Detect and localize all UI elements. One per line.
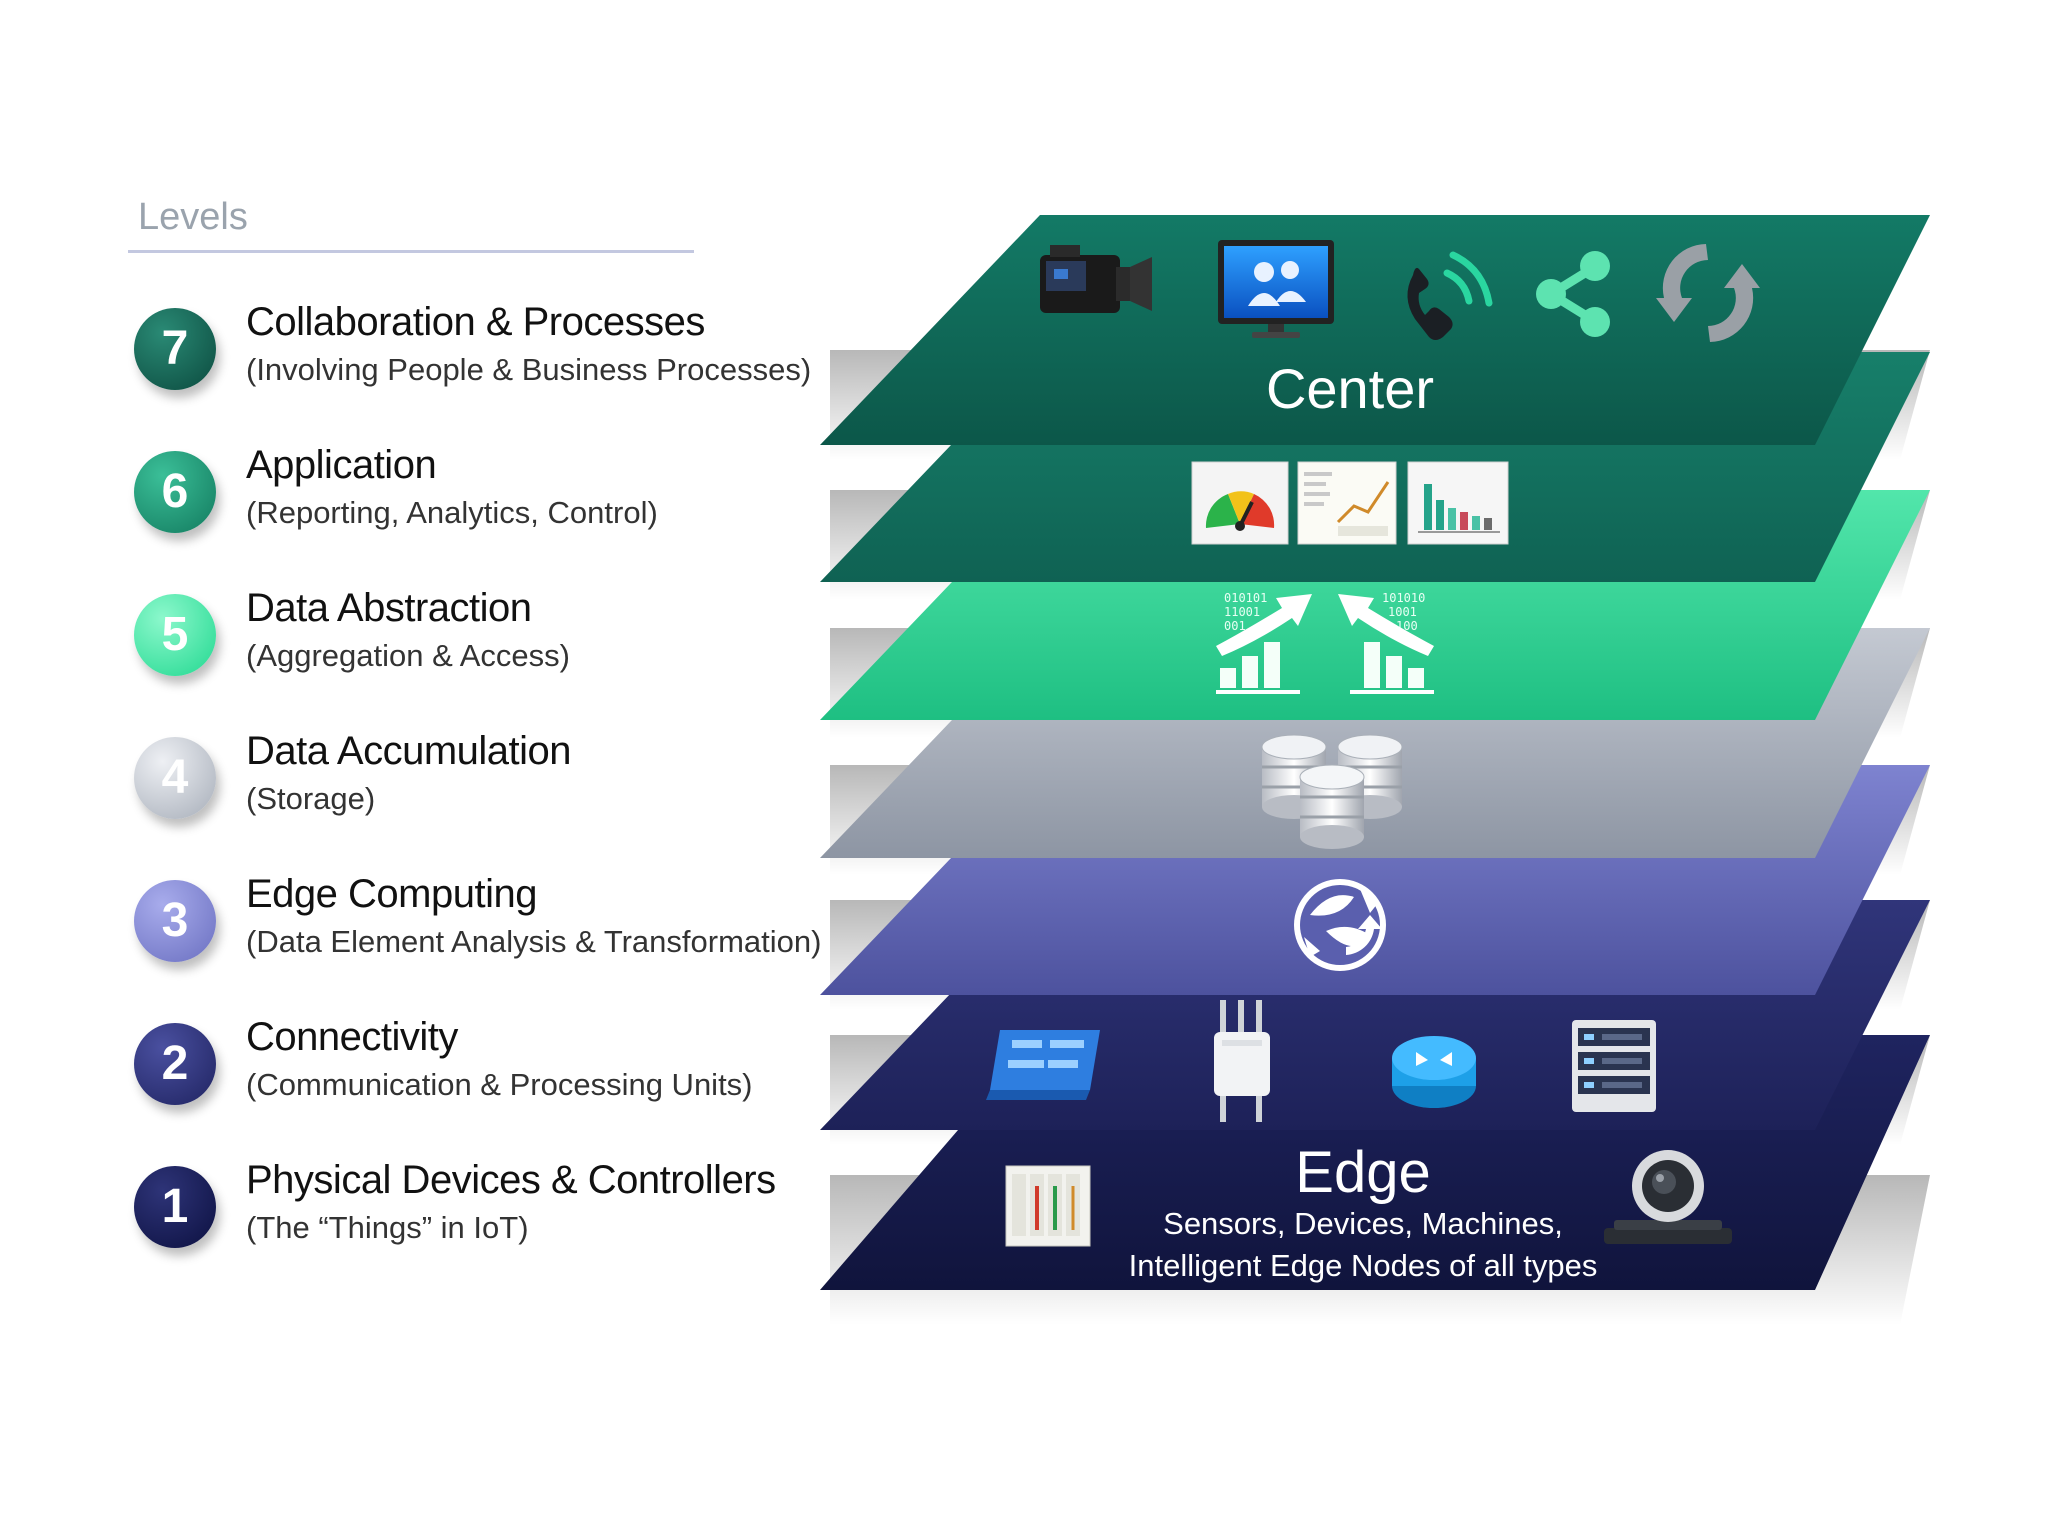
ptz-camera-icon <box>1604 1150 1732 1244</box>
level-title: Application <box>246 443 437 487</box>
level-subtitle: (Involving People & Business Processes) <box>246 352 812 387</box>
share-icon <box>1536 251 1610 337</box>
binary-text: 101010 <box>1382 591 1425 605</box>
switch-rack-icon <box>1572 1020 1656 1112</box>
binary-text: 010101 <box>1224 591 1267 605</box>
video-camera-icon <box>1040 245 1152 313</box>
level-3: 3 Edge Computing (Data Element Analysis … <box>134 872 834 992</box>
video-conference-monitor-icon <box>1218 240 1334 338</box>
bar-chart-report-icon <box>1407 461 1509 545</box>
level-1: 1 Physical Devices & Controllers (The “T… <box>134 1158 834 1278</box>
level-badge: 4 <box>134 737 216 819</box>
database-storage-icon <box>1261 734 1403 849</box>
level-title: Edge Computing <box>246 872 537 916</box>
levels-divider <box>128 250 694 253</box>
level-5: 5 Data Abstraction (Aggregation & Access… <box>134 586 834 706</box>
binary-text: 001 <box>1224 619 1246 633</box>
network-card-icon <box>986 1030 1100 1100</box>
level-title: Connectivity <box>246 1015 458 1059</box>
level-title: Data Abstraction <box>246 586 532 630</box>
edge-label: Edge <box>1295 1140 1430 1205</box>
level-7: 7 Collaboration & Processes (Involving P… <box>134 300 834 420</box>
gauge-report-icon <box>1191 461 1289 545</box>
level-badge: 5 <box>134 594 216 676</box>
level-4: 4 Data Accumulation (Storage) <box>134 729 834 849</box>
level-subtitle: (Data Element Analysis & Transformation) <box>246 924 822 959</box>
level-badge: 1 <box>134 1166 216 1248</box>
data-aggregation-up-icon: 010101 11001 001 <box>1216 591 1312 694</box>
level-subtitle: (Communication & Processing Units) <box>246 1067 753 1102</box>
level-badge: 3 <box>134 880 216 962</box>
center-label: Center <box>1266 357 1434 420</box>
controller-module-icon <box>1005 1165 1091 1247</box>
data-access-up-icon: 101010 1001 100 <box>1338 591 1434 694</box>
phone-icon <box>1407 251 1493 340</box>
level-title: Data Accumulation <box>246 729 572 773</box>
level-title: Physical Devices & Controllers <box>246 1158 776 1202</box>
analytics-report-icon <box>1297 461 1397 545</box>
level-subtitle: (Reporting, Analytics, Control) <box>246 495 658 530</box>
level-subtitle: (Storage) <box>246 781 376 816</box>
level-6: 6 Application (Reporting, Analytics, Con… <box>134 443 834 563</box>
level-title: Collaboration & Processes <box>246 300 705 344</box>
levels-header: Levels <box>138 196 248 238</box>
binary-text: 1001 <box>1388 605 1417 619</box>
access-point-icon <box>1214 1000 1270 1122</box>
binary-text: 11001 <box>1224 605 1260 619</box>
sync-icon <box>1656 244 1760 342</box>
level-subtitle: (The “Things” in IoT) <box>246 1210 529 1245</box>
level-2: 2 Connectivity (Communication & Processi… <box>134 1015 834 1135</box>
level-badge: 6 <box>134 451 216 533</box>
edge-caption-line2: Intelligent Edge Nodes of all types <box>1129 1248 1598 1283</box>
globe-transform-icon <box>1294 879 1386 971</box>
level-badge: 7 <box>134 308 216 390</box>
level-subtitle: (Aggregation & Access) <box>246 638 570 673</box>
router-icon <box>1392 1036 1476 1108</box>
edge-caption-line1: Sensors, Devices, Machines, <box>1163 1206 1563 1241</box>
level-badge: 2 <box>134 1023 216 1105</box>
